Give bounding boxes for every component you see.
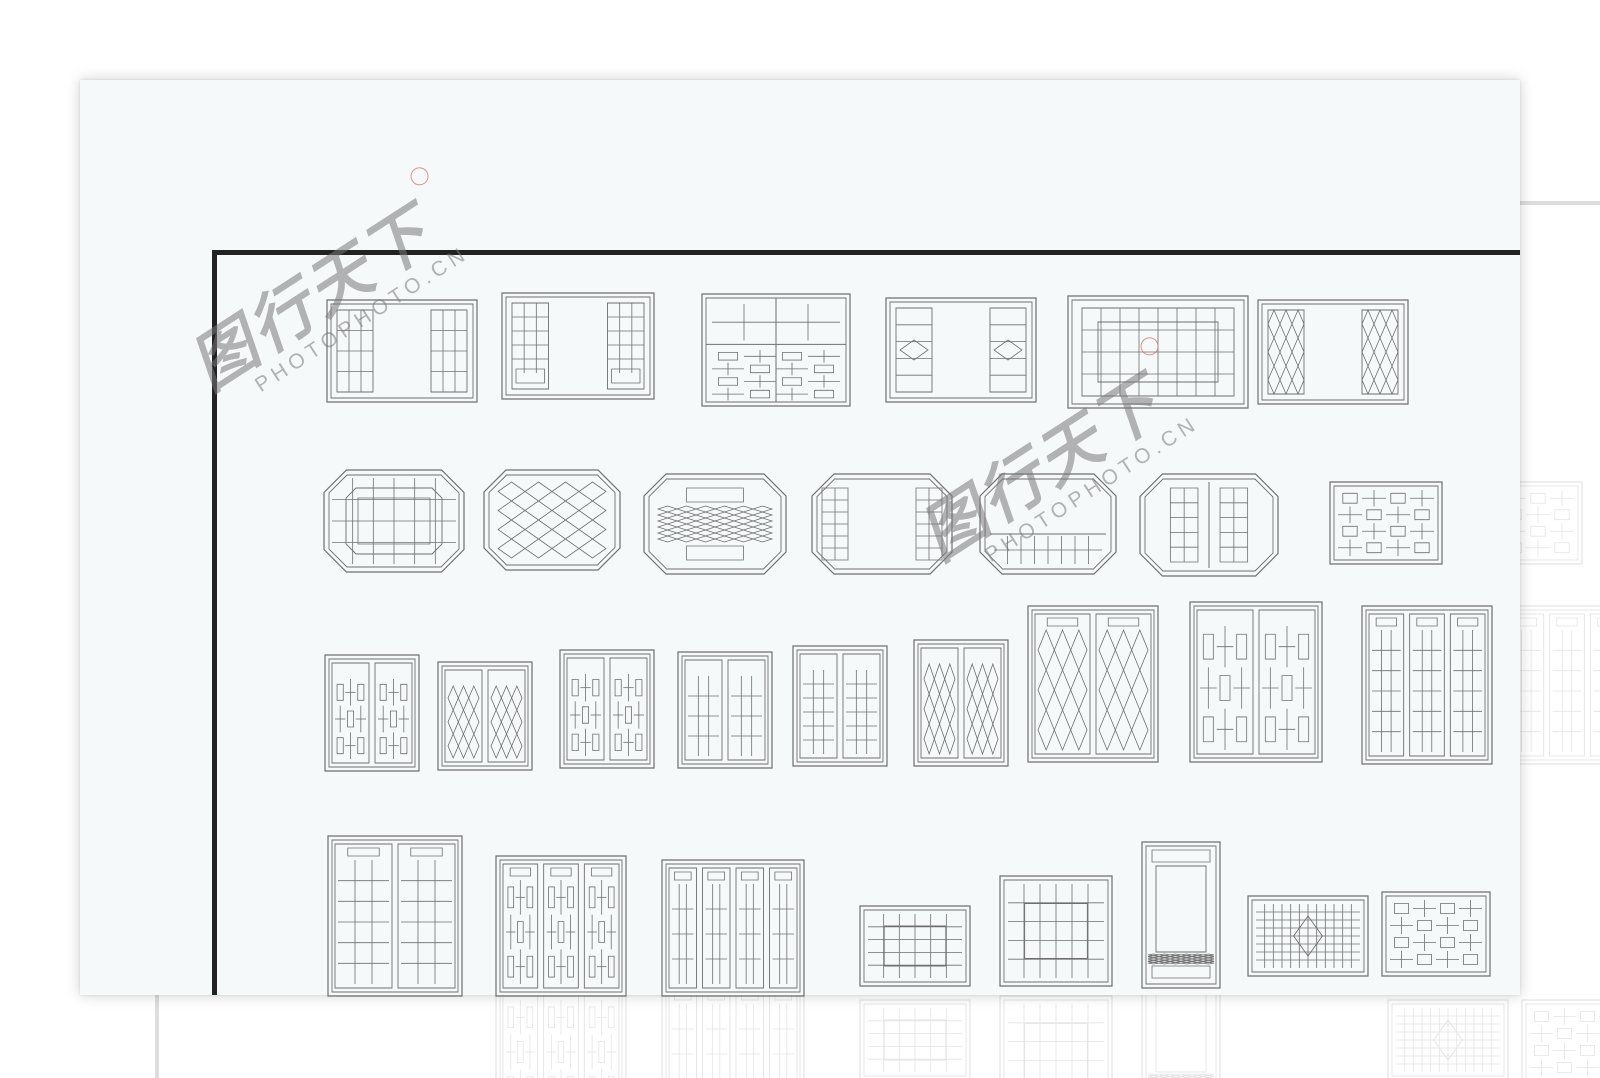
- panel-oct-side-panels: [812, 474, 952, 574]
- panel-rect-side-panels: [327, 300, 477, 402]
- ghost-panel-mesh: [1387, 999, 1509, 1078]
- panel-panel-fret-band: [1382, 892, 1490, 976]
- panel-oct-bottom-rail: [980, 474, 1116, 574]
- ghost-panel-wide-fret: [859, 999, 971, 1078]
- panel-screen-double: [328, 836, 462, 996]
- ghost-panel-fret-band: [1521, 999, 1600, 1078]
- panel-rect-carved-sides: [1258, 300, 1408, 404]
- panel-panel-square-ornate: [1000, 876, 1112, 986]
- drawing-sheet: [80, 80, 1520, 995]
- panel-oct-carved: [644, 474, 786, 574]
- panel-panel-mesh: [1248, 896, 1368, 976]
- panel-screen-triple: [496, 856, 626, 996]
- corner-frame: [212, 250, 1520, 995]
- panel-door-grid: [793, 646, 887, 766]
- panel-square-fret: [1330, 482, 1442, 564]
- panel-rect-four-quad: [702, 294, 850, 406]
- panel-oct-ornate: [324, 470, 464, 572]
- panel-door-cross: [1190, 602, 1322, 762]
- panel-screen-four: [662, 860, 804, 996]
- ghost-panel-square-ornate: [999, 995, 1113, 1078]
- panel-door-diamond: [438, 662, 532, 770]
- panel-oct-double-door: [1140, 474, 1278, 576]
- panel-door-vertical: [678, 652, 772, 768]
- panel-oct-diagonal: [484, 470, 620, 570]
- panel-rect-diamond-sides: [886, 298, 1036, 402]
- panel-door-swastika: [325, 655, 419, 771]
- panel-door-triple: [1362, 606, 1492, 764]
- panel-door-herringbone: [914, 640, 1008, 766]
- panel-door-fret: [560, 650, 654, 768]
- panel-panel-tall-carved: [1142, 842, 1220, 988]
- panel-rect-ornate-frame: [1068, 296, 1248, 408]
- panel-door-cloud: [1028, 606, 1158, 762]
- panel-rect-side-lattice: [502, 293, 654, 399]
- panel-panel-wide-fret: [860, 906, 970, 986]
